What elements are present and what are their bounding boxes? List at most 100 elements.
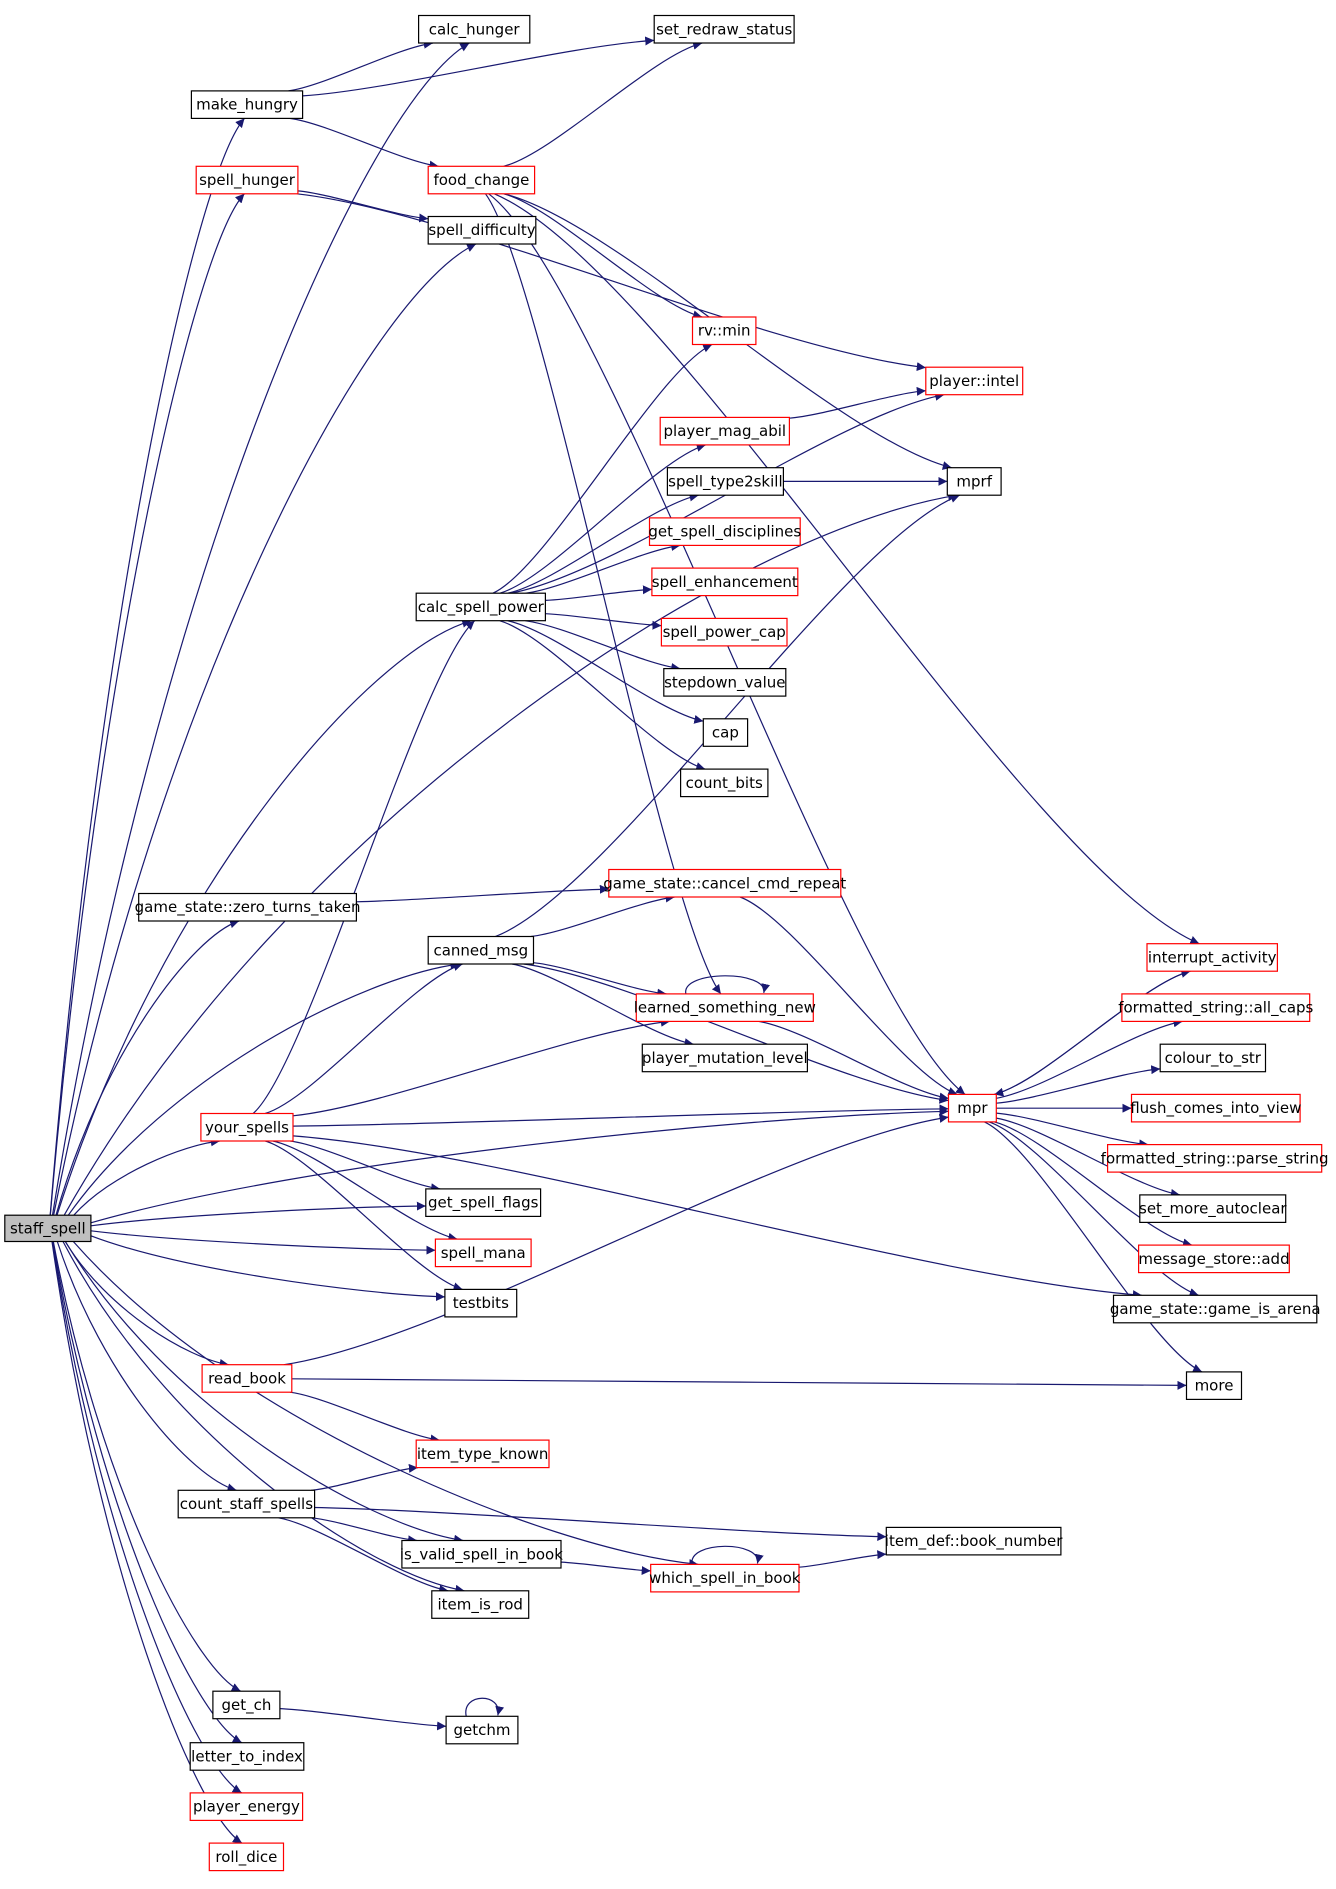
node-box (427, 935, 535, 965)
edge-count_staff_spells-to-item_is_rod (278, 1517, 449, 1594)
node-spell-hunger[interactable]: spell_hunger (195, 165, 299, 195)
node-game-is-arena[interactable]: game_state::game_is_arena (1110, 1294, 1321, 1324)
edge-count_staff_spells-to-is_valid_spell_in_book (310, 1517, 418, 1545)
node-your-spells[interactable]: your_spells (200, 1112, 294, 1142)
node-get-spell-flags[interactable]: get_spell_flags (425, 1188, 542, 1218)
node-label: read_book (208, 1370, 286, 1389)
node-label: get_spell_flags (428, 1194, 539, 1213)
edge-get_ch-to-getchm (279, 1708, 447, 1731)
edge-staff_spell-to-calc_spell_power (56, 618, 472, 1216)
node-learned-something-new[interactable]: learned_something_new (634, 993, 816, 1023)
edge-canned_msg-to-mprf (495, 494, 960, 938)
node-staff-spell[interactable]: staff_spell (4, 1214, 92, 1243)
node-item-is-rod[interactable]: item_is_rod (431, 1590, 530, 1619)
node-player-mag-abil[interactable]: player_mag_abil (659, 416, 791, 446)
edge-spell_hunger-to-player_intel (296, 193, 926, 372)
node-parse-string[interactable]: formatted_string::parse_string (1101, 1143, 1329, 1173)
node-rv-min[interactable]: rv::min (691, 316, 757, 346)
node-testbits[interactable]: testbits (444, 1288, 518, 1318)
node-box (660, 617, 788, 647)
node-box (650, 1563, 800, 1593)
node-box (445, 1715, 519, 1745)
node-make-hungry[interactable]: make_hungry (190, 90, 304, 120)
edge-mpr-to-colour_to_str (996, 1065, 1161, 1104)
edge-getchm-to-getchm (465, 1697, 505, 1717)
node-box (427, 215, 537, 245)
node-box (1137, 1244, 1290, 1274)
node-box (434, 1238, 532, 1268)
edge-staff_spell-to-zero_turns_taken (55, 919, 240, 1216)
node-label: player_mag_abil (664, 422, 787, 441)
node-box (666, 467, 785, 496)
edge-your_spells-to-game_is_arena (292, 1135, 1142, 1300)
node-book-number[interactable]: item_def::book_number (885, 1526, 1063, 1556)
node-colour-to-str[interactable]: colour_to_str (1159, 1043, 1267, 1073)
node-calc-hunger[interactable]: calc_hunger (418, 14, 531, 44)
node-label: roll_dice (215, 1848, 277, 1867)
node-label: game_state::cancel_cmd_repeat (603, 874, 846, 893)
node-count-bits[interactable]: count_bits (679, 768, 769, 798)
node-box (431, 1590, 530, 1619)
edge-staff_spell-to-spell_mana (90, 1230, 436, 1255)
node-label: formatted_string::parse_string (1101, 1149, 1329, 1168)
node-get-ch[interactable]: get_ch (212, 1690, 281, 1720)
node-spell-enhancement[interactable]: spell_enhancement (651, 567, 799, 597)
node-label: staff_spell (10, 1219, 86, 1238)
node-message-store-add[interactable]: message_store::add (1137, 1244, 1290, 1274)
node-player-energy[interactable]: player_energy (189, 1792, 304, 1822)
node-spell-power-cap[interactable]: spell_power_cap (660, 617, 788, 647)
node-box (651, 567, 799, 597)
edge-canned_msg-to-cancel_cmd_repeat (530, 893, 675, 938)
node-label: item_type_known (417, 1445, 549, 1464)
node-interrupt-activity[interactable]: interrupt_activity (1146, 943, 1278, 972)
node-getchm[interactable]: getchm (445, 1715, 519, 1745)
node-get-spell-disciplines[interactable]: get_spell_disciplines (648, 517, 801, 547)
node-box (415, 592, 547, 622)
node-flush-comes-into-view[interactable]: flush_comes_into_view (1130, 1093, 1301, 1123)
edge-your_spells-to-get_spell_flags (290, 1140, 441, 1193)
node-label: count_staff_spells (180, 1495, 313, 1514)
node-label: get_spell_disciplines (648, 523, 801, 542)
node-label: rv::min (698, 322, 751, 340)
node-more[interactable]: more (1185, 1371, 1243, 1401)
node-spell-difficulty[interactable]: spell_difficulty (427, 215, 537, 245)
node-player-intel[interactable]: player::intel (925, 366, 1024, 396)
node-item-type-known[interactable]: item_type_known (415, 1439, 550, 1469)
node-box (1185, 1371, 1243, 1401)
node-mpr[interactable]: mpr (947, 1093, 997, 1123)
node-mprf[interactable]: mprf (946, 467, 1002, 496)
node-spell-mana[interactable]: spell_mana (434, 1238, 532, 1268)
node-label: formatted_string::all_caps (1118, 999, 1313, 1018)
node-all-caps[interactable]: formatted_string::all_caps (1118, 993, 1314, 1023)
node-spell-type2skill[interactable]: spell_type2skill (666, 467, 785, 496)
node-set-redraw-status[interactable]: set_redraw_status (653, 14, 795, 44)
node-zero-turns-taken[interactable]: game_state::zero_turns_taken (135, 892, 361, 922)
node-roll-dice[interactable]: roll_dice (208, 1842, 285, 1872)
node-player-mutation-level[interactable]: player_mutation_level (641, 1043, 808, 1073)
edge-calc_spell_power-to-count_bits (499, 620, 706, 771)
node-stepdown-value[interactable]: stepdown_value (663, 667, 787, 697)
edge-staff_spell-to-get_spell_flags (90, 1201, 426, 1227)
node-food-change[interactable]: food_change (427, 165, 536, 195)
node-calc-spell-power[interactable]: calc_spell_power (415, 592, 547, 622)
node-label: letter_to_index (191, 1747, 303, 1766)
node-is-valid-spell-in-book[interactable]: is_valid_spell_in_book (400, 1539, 563, 1569)
edge-your_spells-to-mpr (292, 1104, 949, 1127)
node-cap[interactable]: cap (702, 718, 749, 747)
node-label: stepdown_value (664, 673, 785, 692)
node-count-staff-spells[interactable]: count_staff_spells (177, 1489, 316, 1519)
edge-staff_spell-to-mprf (63, 492, 958, 1216)
node-letter-to-index[interactable]: letter_to_index (189, 1742, 305, 1771)
node-read-book[interactable]: read_book (201, 1364, 293, 1393)
edge-staff_spell-to-mpr (90, 1107, 949, 1224)
node-set-more-autoclear[interactable]: set_more_autoclear (1139, 1194, 1287, 1224)
node-which-spell-in-book[interactable]: which_spell_in_book (649, 1563, 801, 1593)
edge-make_hungry-to-food_change (289, 117, 439, 170)
edge-learned_something_new-to-mpr (758, 1020, 949, 1102)
node-box (138, 892, 357, 922)
node-cancel-cmd-repeat[interactable]: game_state::cancel_cmd_repeat (603, 868, 846, 898)
node-box (401, 1539, 562, 1569)
node-box (648, 517, 801, 547)
node-canned-msg[interactable]: canned_msg (427, 935, 535, 965)
node-label: spell_hunger (199, 171, 296, 190)
